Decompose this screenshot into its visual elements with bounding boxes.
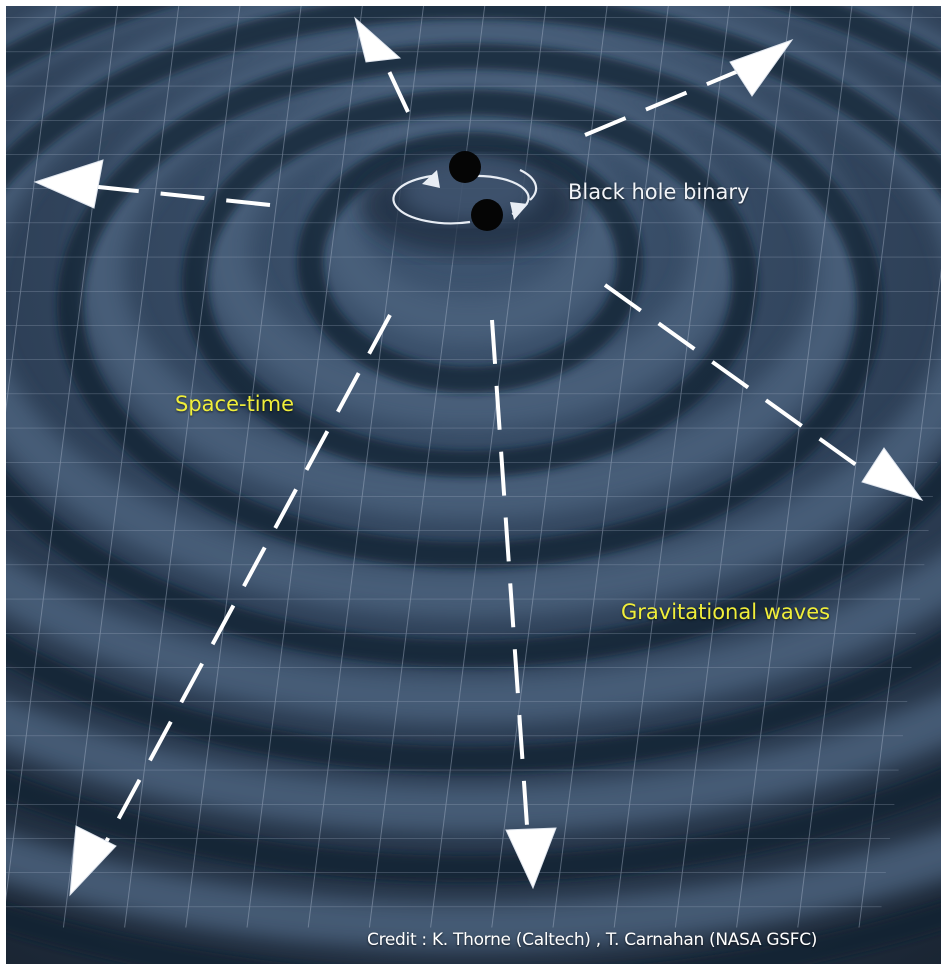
gravitational-waves-label: Gravitational waves xyxy=(621,600,831,624)
arrowhead-icon xyxy=(729,38,794,97)
propagation-arrows xyxy=(79,51,882,869)
black-hole-binary-label: Black hole binary xyxy=(568,180,750,204)
arrowhead-icon xyxy=(861,447,924,501)
arrow-left xyxy=(79,183,271,207)
arrow-upper-right xyxy=(584,60,761,137)
arrowhead-icon xyxy=(69,825,117,897)
arrowhead-icon xyxy=(354,16,402,63)
black-hole-icon xyxy=(449,151,481,183)
arrow-lower-left xyxy=(90,314,392,869)
arrow-up xyxy=(378,51,410,113)
orbit-arrows-icon xyxy=(392,169,538,225)
space-time-label: Space-time xyxy=(175,392,295,416)
arrow-down xyxy=(490,319,530,841)
black-hole-icon xyxy=(471,199,503,231)
arrowheads xyxy=(33,16,924,897)
arrowhead-icon xyxy=(505,827,557,890)
arrow-right xyxy=(603,283,882,484)
arrowhead-icon xyxy=(33,159,104,209)
image-credit: Credit : K. Thorne (Caltech) , T. Carnah… xyxy=(367,930,818,950)
